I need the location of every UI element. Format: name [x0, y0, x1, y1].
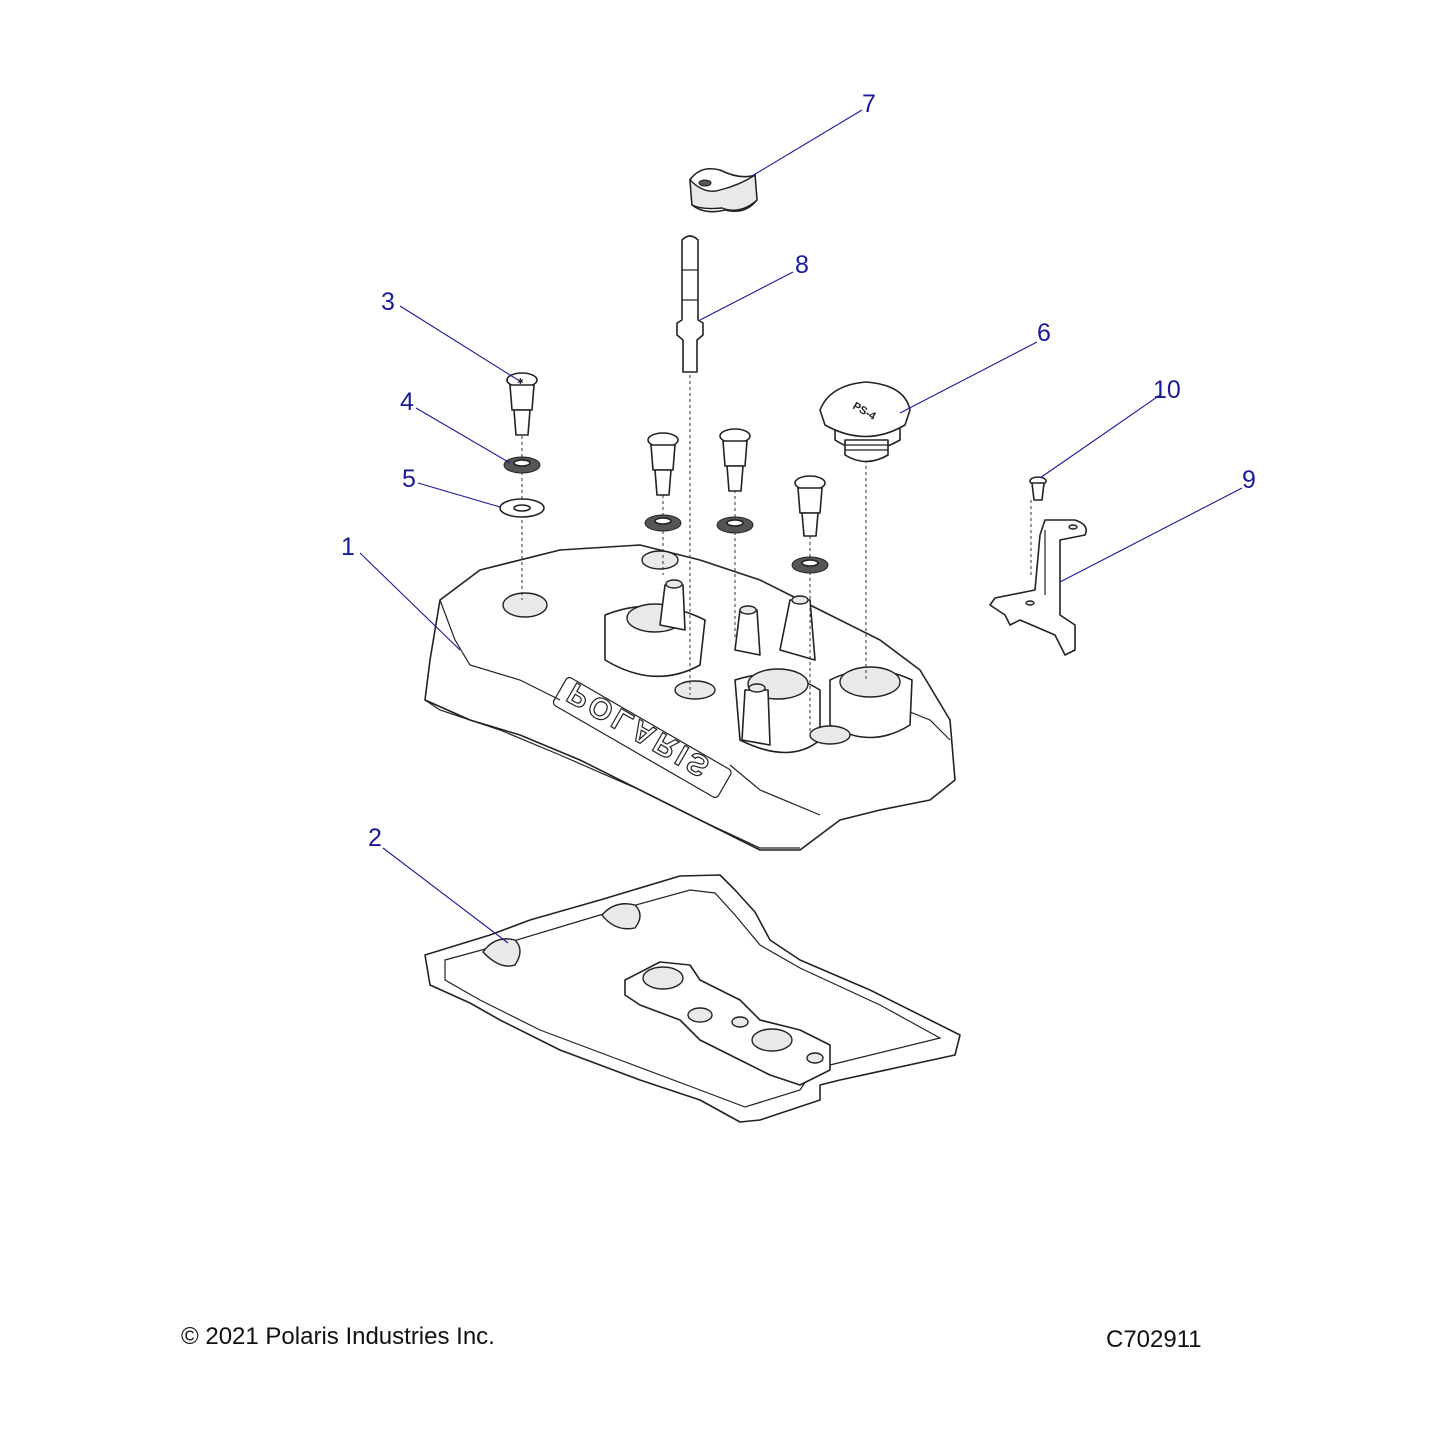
cover-bolt — [647, 432, 679, 496]
callout-3: 3 — [381, 288, 395, 316]
callout-2: 2 — [368, 824, 382, 852]
breather-fitting — [676, 235, 704, 373]
washer — [499, 498, 545, 518]
callout-leaders — [359, 109, 1243, 944]
rubber-pad — [689, 167, 758, 213]
oil-filler-cap: PS-4 — [819, 381, 911, 463]
drawing-number: C702911 — [1106, 1326, 1202, 1353]
grommet — [644, 514, 682, 532]
copyright-notice: © 2021 Polaris Industries Inc. — [181, 1323, 495, 1350]
callout-6: 6 — [1037, 319, 1051, 347]
callout-8: 8 — [795, 251, 809, 279]
callout-1: 1 — [341, 533, 355, 561]
cover-bolt — [794, 475, 826, 537]
cover-bolt: ✱ — [506, 372, 538, 436]
valve-cover-gasket — [424, 874, 961, 1123]
cover-bolt — [719, 428, 751, 492]
grommet — [791, 556, 829, 574]
grommet — [716, 516, 754, 534]
grommet — [503, 456, 541, 474]
callout-9: 9 — [1242, 466, 1256, 494]
callout-7: 7 — [862, 90, 876, 118]
callout-4: 4 — [400, 388, 414, 416]
bracket-screw — [1029, 476, 1047, 501]
callout-5: 5 — [402, 465, 416, 493]
callout-10: 10 — [1153, 376, 1181, 404]
mounting-bracket — [989, 519, 1088, 656]
svg-text:✱: ✱ — [517, 377, 524, 386]
valve-cover: POLARIS — [424, 544, 956, 851]
